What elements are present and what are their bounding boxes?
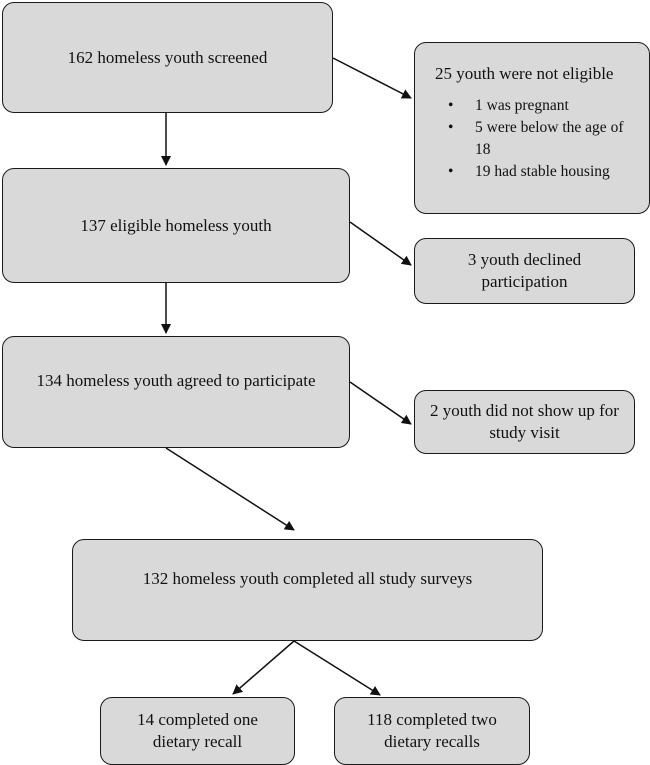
two-recalls-box: 118 completed two dietary recalls	[334, 697, 530, 765]
one-recall-label: 14 completed one dietary recall	[137, 710, 258, 751]
not-eligible-reasons: 1 was pregnant 5 were below the age of 1…	[435, 95, 641, 183]
declined-box: 3 youth declined participation	[414, 238, 635, 304]
screened-label: 162 homeless youth screened	[67, 47, 268, 67]
arrow-screened-to-not-eligible	[332, 57, 412, 99]
no-show-label: 2 youth did not show up for study visit	[430, 401, 619, 442]
agreed-box: 134 homeless youth agreed to participate	[2, 336, 350, 448]
arrow-agreed-to-no-show	[349, 381, 412, 425]
reason-item: 19 had stable housing	[435, 161, 641, 183]
one-recall-box: 14 completed one dietary recall	[100, 697, 295, 765]
arrow-agreed-to-completed	[165, 447, 295, 531]
arrow-completed-to-one-recall	[232, 640, 295, 695]
two-recalls-label: 118 completed two dietary recalls	[367, 710, 497, 751]
screened-box: 162 homeless youth screened	[2, 2, 333, 113]
no-show-box: 2 youth did not show up for study visit	[414, 390, 635, 454]
completed-box: 132 homeless youth completed all study s…	[72, 539, 543, 641]
reason-item: 5 were below the age of 18	[435, 117, 641, 161]
arrow-eligible-to-declined	[349, 221, 412, 266]
eligible-box: 137 eligible homeless youth	[2, 168, 350, 283]
reason-item: 1 was pregnant	[435, 95, 641, 117]
agreed-label: 134 homeless youth agreed to participate	[36, 371, 316, 390]
arrow-completed-to-two-recalls	[293, 640, 381, 696]
completed-label: 132 homeless youth completed all study s…	[142, 569, 473, 588]
not-eligible-title: 25 youth were not eligible	[435, 64, 614, 83]
not-eligible-box: 25 youth were not eligible 1 was pregnan…	[414, 42, 650, 214]
declined-label: 3 youth declined participation	[467, 250, 582, 291]
eligible-label: 137 eligible homeless youth	[80, 215, 272, 235]
